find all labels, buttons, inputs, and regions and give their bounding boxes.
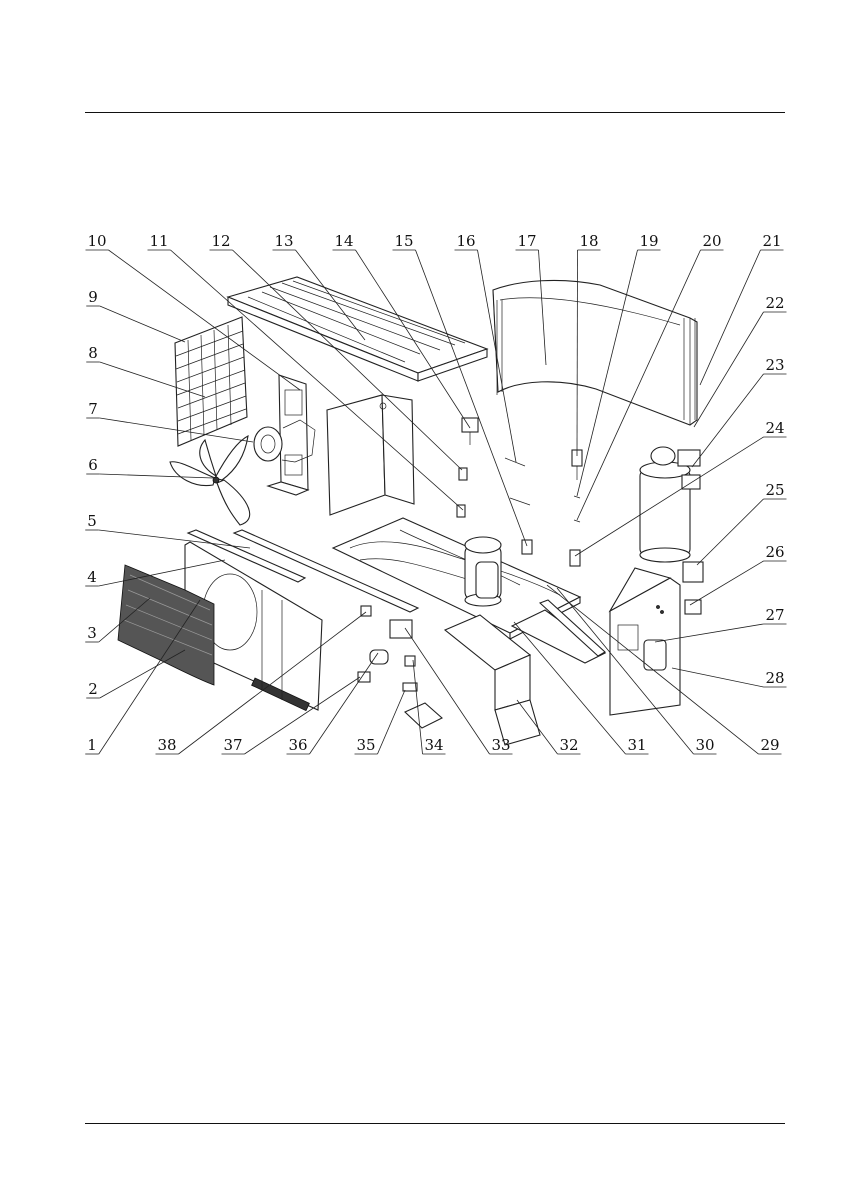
callout-number: 36	[288, 736, 307, 754]
callout-leader-line	[378, 690, 406, 754]
callout-number: 6	[88, 456, 98, 474]
callout-35: 35	[355, 690, 406, 754]
callout-number: 25	[765, 481, 784, 499]
callout-number: 19	[639, 232, 658, 250]
callout-number: 29	[760, 736, 779, 754]
callout-number: 37	[223, 736, 242, 754]
callout-9: 9	[86, 288, 185, 342]
callout-number: 22	[765, 294, 784, 312]
callout-leader-line	[672, 668, 764, 687]
callout-number: 20	[702, 232, 721, 250]
callout-28: 28	[672, 668, 787, 687]
callout-number: 8	[88, 344, 98, 362]
callout-number: 1	[87, 736, 97, 754]
callout-number: 38	[157, 736, 176, 754]
callout-leader-line	[99, 530, 250, 548]
four-way-valve-and-accumulator	[640, 447, 700, 562]
callout-number: 32	[559, 736, 578, 754]
callout-number: 34	[424, 736, 443, 754]
callout-23: 23	[692, 356, 787, 467]
callout-number: 13	[274, 232, 293, 250]
callout-leader-line	[694, 312, 764, 427]
callout-number: 18	[579, 232, 598, 250]
callout-number: 33	[491, 736, 510, 754]
callout-number: 7	[88, 400, 98, 418]
callout-leader-line	[700, 250, 761, 385]
callout-number: 10	[87, 232, 106, 250]
callout-number: 4	[87, 568, 97, 586]
callout-number: 14	[334, 232, 353, 250]
callout-26: 26	[690, 543, 787, 605]
callout-number: 2	[88, 680, 98, 698]
condenser-coil	[493, 280, 697, 425]
callout-number: 5	[87, 512, 97, 530]
callout-leader-line	[697, 499, 764, 565]
callout-number: 11	[149, 232, 168, 250]
callout-number: 27	[765, 606, 784, 624]
callout-number: 16	[456, 232, 475, 250]
rear-grille	[175, 317, 247, 446]
callout-number: 35	[356, 736, 375, 754]
junction-boxes	[683, 562, 703, 614]
electrical-box	[445, 615, 540, 745]
callout-number: 24	[765, 419, 784, 437]
callout-leader-line	[100, 650, 185, 698]
callout-number: 12	[211, 232, 230, 250]
callout-leader-line	[692, 374, 764, 467]
callout-leader-line	[100, 306, 185, 342]
callout-number: 31	[627, 736, 646, 754]
callout-leader-line	[577, 250, 578, 456]
callout-number: 17	[517, 232, 536, 250]
callout-number: 9	[88, 288, 98, 306]
callout-number: 28	[765, 669, 784, 687]
fan-blade	[170, 436, 250, 525]
callout-number: 23	[765, 356, 784, 374]
callout-number: 3	[87, 624, 97, 642]
callout-number: 26	[765, 543, 784, 561]
right-side-panel	[610, 568, 680, 715]
callout-number: 30	[695, 736, 714, 754]
callout-number: 21	[762, 232, 781, 250]
callout-number: 15	[394, 232, 413, 250]
electrical-components	[358, 606, 442, 728]
compressor	[465, 537, 501, 606]
